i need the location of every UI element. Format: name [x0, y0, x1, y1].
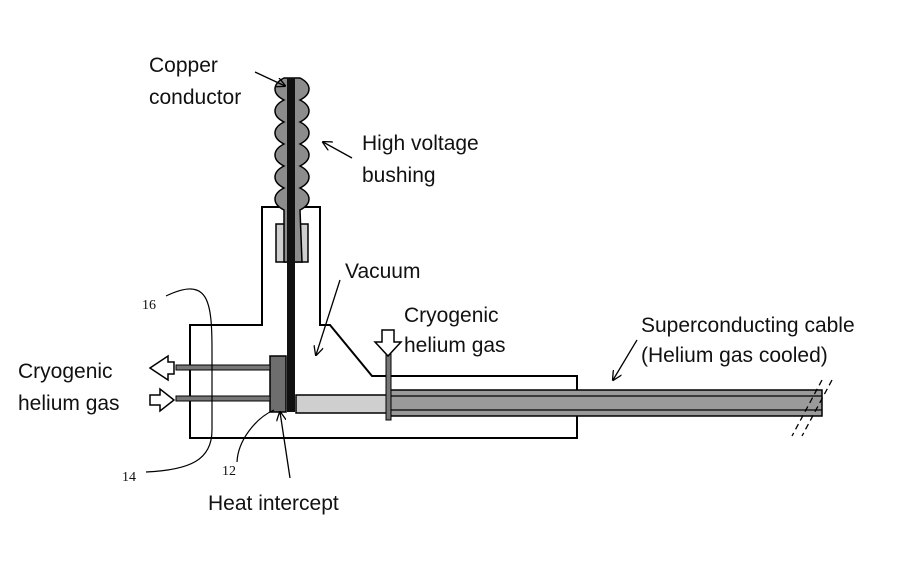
copper-conductor — [287, 78, 295, 412]
helium-pipe-lower — [175, 395, 271, 402]
cable-leader-arrow — [613, 339, 638, 380]
cable-break-mark — [791, 379, 823, 437]
cryogenic-gas-left-label: Cryogenic — [18, 360, 113, 383]
cable-label: (Helium gas cooled) — [641, 344, 828, 367]
bushing-leader-arrow — [323, 142, 353, 159]
cable-label: Superconducting cable — [641, 314, 855, 337]
cryogenic-gas-top-label: Cryogenic — [404, 304, 499, 327]
vacuum-label: Vacuum — [345, 260, 420, 283]
flow-arrow-left-icon — [148, 354, 175, 382]
cable-core — [295, 394, 391, 414]
ref-curve-16 — [165, 288, 213, 430]
heat-intercept — [269, 355, 287, 413]
ref-curve-12 — [236, 409, 275, 463]
flow-arrow-down-icon — [373, 329, 403, 358]
cryogenic-gas-top-label: helium gas — [404, 334, 506, 357]
ref-number-16: 16 — [142, 298, 156, 313]
ref-curve-14 — [145, 429, 213, 473]
bushing-label: bushing — [362, 164, 436, 187]
copper-leader-arrow — [254, 71, 285, 86]
flow-arrow-right-icon — [149, 387, 176, 413]
ref-number-12: 12 — [222, 464, 236, 479]
superconducting-cable — [389, 389, 823, 417]
helium-inlet-pipe — [385, 351, 392, 421]
ref-number-14: 14 — [122, 470, 136, 485]
bushing-label: High voltage — [362, 132, 479, 155]
vacuum-leader-arrow — [316, 279, 341, 355]
cable-break-mark — [801, 379, 833, 437]
heat-intercept-label: Heat intercept — [208, 492, 339, 515]
cryogenic-gas-left-label: helium gas — [18, 392, 120, 415]
helium-pipe-upper — [175, 364, 271, 371]
copper-conductor-label: conductor — [149, 86, 241, 109]
heat-intercept-leader-arrow — [280, 412, 291, 479]
copper-conductor-label: Copper — [149, 54, 218, 77]
